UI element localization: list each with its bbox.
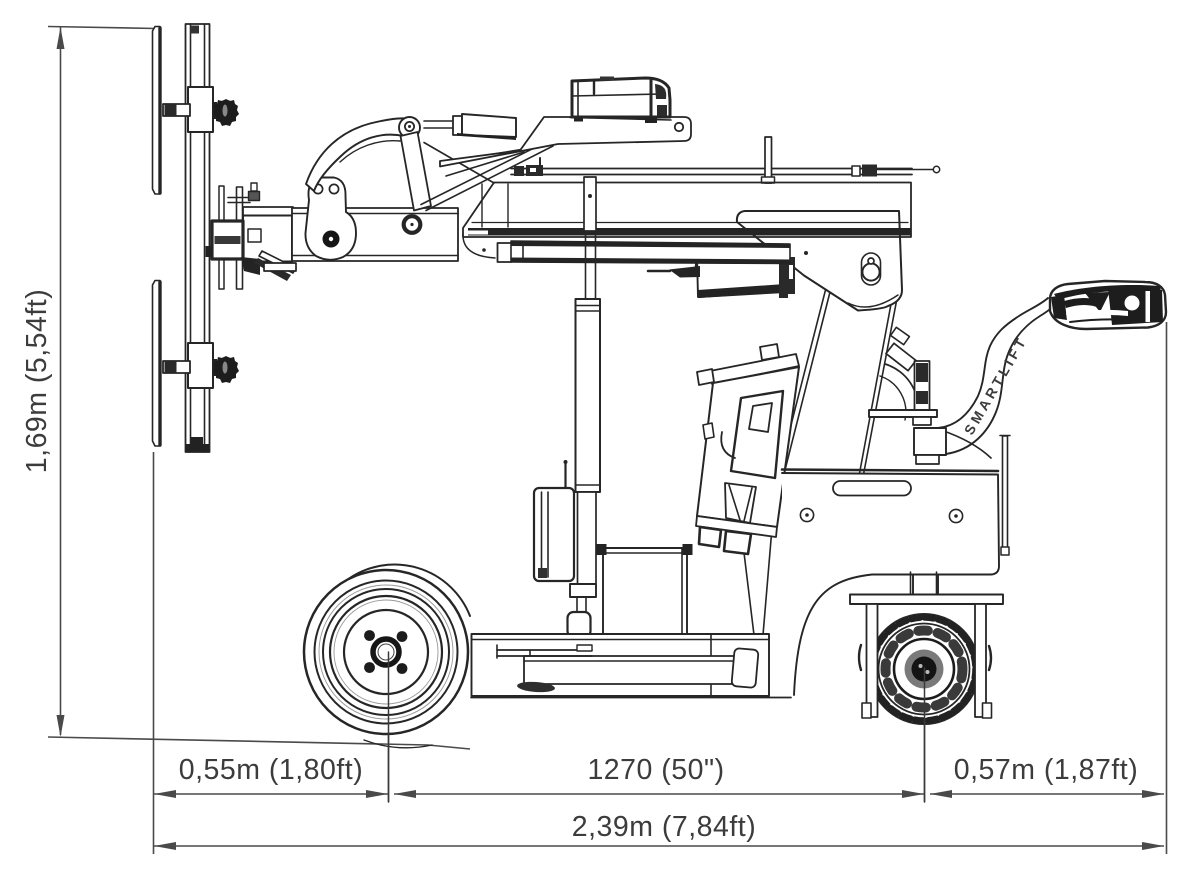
svg-text:1270 (50"): 1270 (50") <box>587 754 724 786</box>
svg-text:1,69m (5,54ft): 1,69m (5,54ft) <box>21 289 53 473</box>
svg-text:2,39m (7,84ft): 2,39m (7,84ft) <box>572 811 756 843</box>
svg-text:0,57m (1,87ft): 0,57m (1,87ft) <box>954 754 1138 786</box>
svg-text:0,55m (1,80ft): 0,55m (1,80ft) <box>179 754 363 786</box>
